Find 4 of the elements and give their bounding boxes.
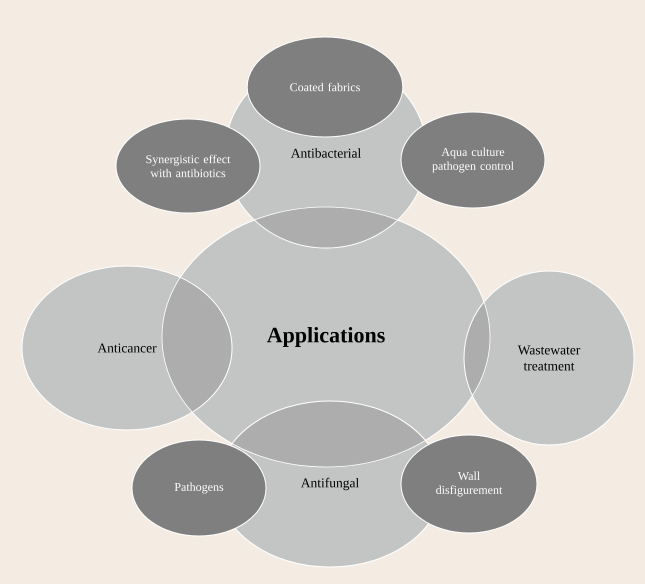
node-label: Antifungal [300,478,359,490]
node-label: Anticancer [98,343,156,353]
node-label: Antibacterial [290,148,361,158]
node-label: Wastewater treatment [518,346,580,370]
